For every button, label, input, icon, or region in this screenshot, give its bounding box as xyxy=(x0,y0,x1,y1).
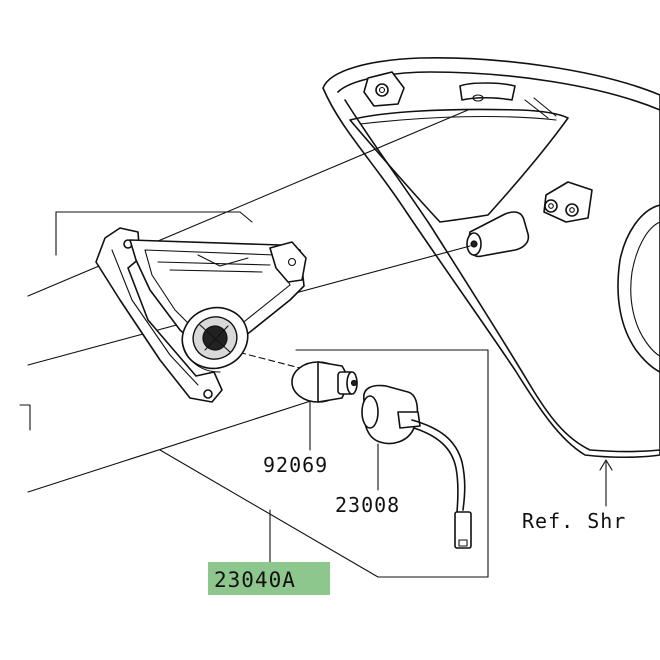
reference-arrow xyxy=(599,459,613,471)
socket-part-number: 23008 xyxy=(335,493,400,517)
bulb-part xyxy=(291,361,358,451)
assembly-part-number: 23040A xyxy=(214,568,296,592)
assembly-highlight xyxy=(208,562,330,595)
fairing-shroud xyxy=(322,57,660,459)
turn-signal-lamp-assembly xyxy=(95,227,307,403)
bulb-part-number: 92069 xyxy=(263,453,328,477)
reference-label: Ref. Shr xyxy=(522,509,626,533)
socket-part xyxy=(361,384,472,549)
